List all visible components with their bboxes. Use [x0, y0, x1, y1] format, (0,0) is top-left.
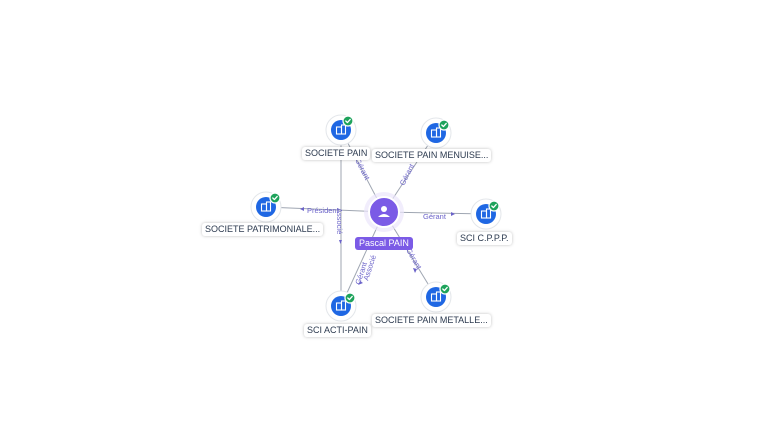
- building-icon: [430, 291, 442, 302]
- edge-label-president: Président: [307, 206, 340, 215]
- node-sci-acti-pain[interactable]: [325, 290, 357, 322]
- node-label-sci-acti-pain[interactable]: SCI ACTI-PAIN: [304, 324, 371, 337]
- node-label-societe-pain[interactable]: SOCIETE PAIN: [302, 147, 371, 160]
- node-societe-patrimoniale[interactable]: [250, 191, 282, 223]
- node-label-sci-cppp[interactable]: SCI C.P.P.P.: [457, 232, 512, 245]
- arrow-president: [300, 207, 304, 211]
- node-societe-pain-metallerie[interactable]: [420, 281, 452, 313]
- building-icon: [335, 124, 347, 135]
- check-badge-icon: [342, 115, 354, 127]
- edge-label-gerant-menuiserie: Gérant: [398, 162, 417, 187]
- arrow-acti-pain: [358, 281, 363, 285]
- building-icon: [480, 208, 492, 219]
- edge-label-gerant-sci-cppp: Gérant: [423, 212, 447, 221]
- edge-label-gerant-societe-pain: Gérant: [353, 157, 372, 182]
- arrow-metallerie: [413, 268, 417, 273]
- check-badge-icon: [269, 192, 281, 204]
- check-badge-icon: [488, 200, 500, 212]
- node-label-societe-pain-metallerie[interactable]: SOCIETE PAIN METALLE...: [372, 314, 491, 327]
- arrow-gerant-sci-cppp: [451, 212, 455, 216]
- center-node-label[interactable]: Pascal PAIN: [355, 237, 413, 250]
- check-badge-icon: [438, 119, 450, 131]
- node-label-societe-patrimoniale[interactable]: SOCIETE PATRIMONIALE...: [202, 223, 324, 236]
- arrow-associe-vertical: [339, 240, 342, 244]
- center-node[interactable]: [364, 192, 404, 232]
- edge-label-associe-vertical: Associé: [335, 208, 344, 234]
- check-badge-icon: [439, 283, 451, 295]
- node-societe-pain-menuiserie[interactable]: [420, 117, 452, 149]
- node-label-societe-pain-menuiserie[interactable]: SOCIETE PAIN MENUISE...: [372, 149, 492, 162]
- building-icon: [335, 300, 347, 311]
- building-icon: [260, 201, 272, 212]
- edge-label-gerant-metallerie: Gérant: [404, 247, 424, 272]
- node-societe-pain[interactable]: [325, 114, 357, 146]
- person-icon: [378, 206, 390, 217]
- building-icon: [430, 127, 442, 138]
- check-badge-icon: [344, 292, 356, 304]
- node-sci-cppp[interactable]: [470, 198, 502, 230]
